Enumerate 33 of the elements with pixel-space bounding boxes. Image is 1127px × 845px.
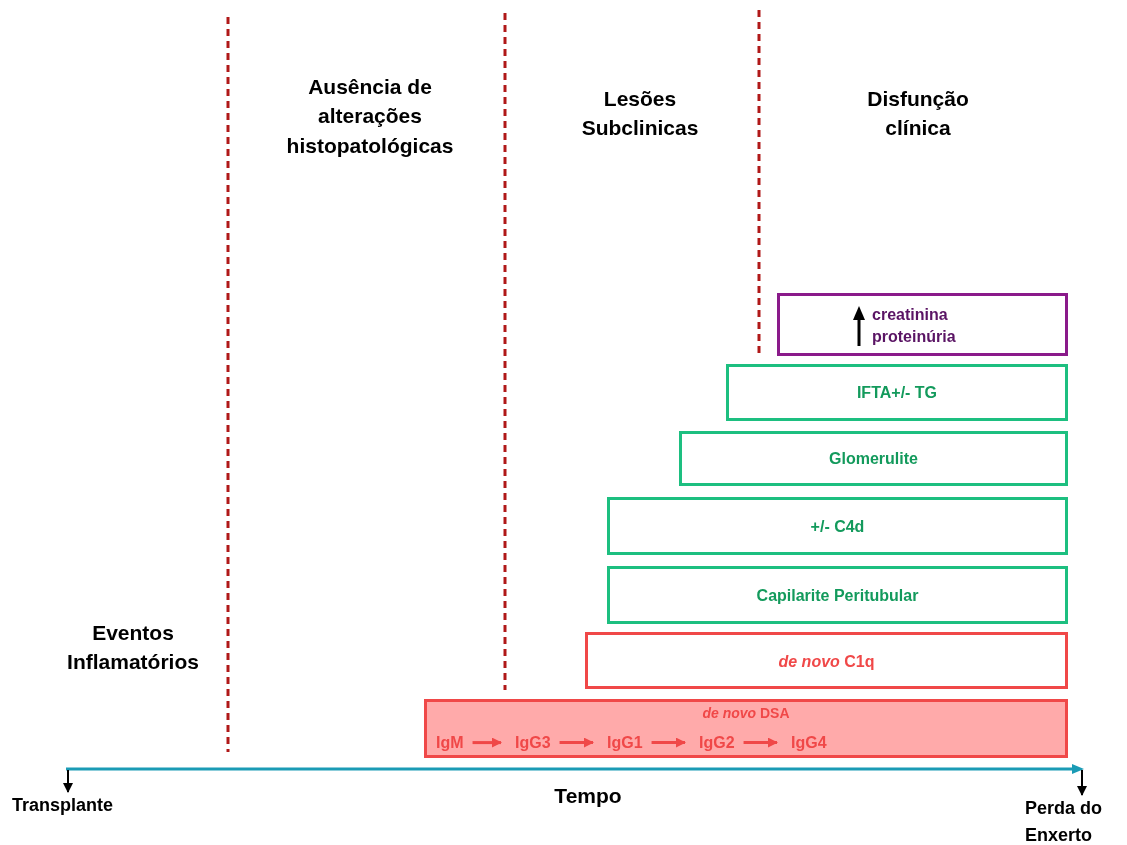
antibody-label: IgG3 xyxy=(515,733,551,753)
timeline-bar xyxy=(726,364,1068,421)
timeline-bar xyxy=(607,566,1068,624)
bar-label: Glomerulite xyxy=(828,449,919,469)
timeline-bar xyxy=(777,293,1068,356)
arrow xyxy=(1077,769,1087,796)
timeline-bar xyxy=(679,431,1068,486)
phase-heading: Eventos Inflamatórios xyxy=(66,620,200,676)
timeline-bar xyxy=(585,632,1068,689)
timeline-end-label: Perda do Enxerto xyxy=(1025,797,1104,845)
bar-label: Capilarite Peritubular xyxy=(755,586,920,606)
arrow xyxy=(743,737,778,748)
bar-title: de novo DSA xyxy=(701,704,791,723)
antibody-label: IgM xyxy=(436,733,464,753)
arrow xyxy=(63,769,73,793)
axis-label: Tempo xyxy=(553,783,623,809)
antibody-label: IgG1 xyxy=(607,733,643,753)
phase-heading: Ausência de alterações histopatológicas xyxy=(285,74,455,159)
bar-label: +/- C4d xyxy=(809,517,866,537)
antibody-label: IgG4 xyxy=(791,733,827,753)
antibody-label: IgG2 xyxy=(699,733,735,753)
timeline-bar xyxy=(424,699,1068,758)
timeline-end-label: Transplante xyxy=(12,794,114,817)
time-axis xyxy=(66,764,1084,774)
timeline-bar xyxy=(607,497,1068,555)
phase-heading: Disfunção clínica xyxy=(866,86,970,142)
bar-label: IFTA+/- TG xyxy=(855,383,939,403)
bar-label: de novo C1q xyxy=(777,652,876,672)
bar-label: creatinina proteinúria xyxy=(872,305,957,348)
arrow xyxy=(651,737,686,748)
arrow xyxy=(559,737,594,748)
arrow xyxy=(472,737,502,748)
phase-heading: Lesões Subclinicas xyxy=(580,86,700,142)
